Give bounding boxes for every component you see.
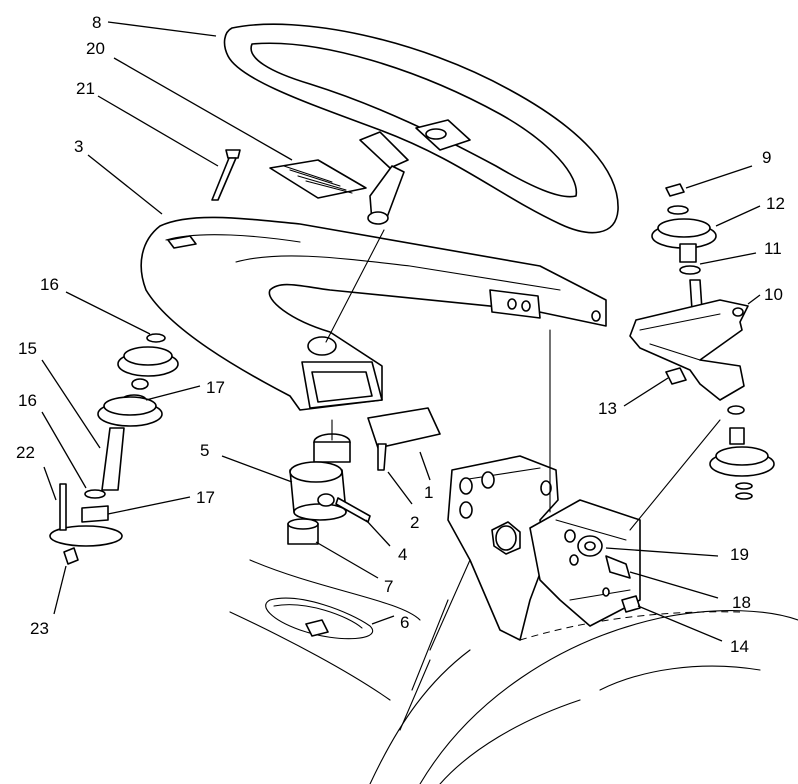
callout-labels: 1 2 3 4 5 6 7 8 9 10 11 12 13 14 15 16 1… bbox=[16, 13, 785, 656]
callout-11: 11 bbox=[764, 239, 782, 258]
callout-16-lower: 16 bbox=[18, 391, 37, 410]
steering-handle bbox=[223, 23, 619, 234]
idler-pulley-stack bbox=[49, 333, 179, 565]
support-frame bbox=[399, 455, 641, 731]
callout-9: 9 bbox=[762, 148, 771, 167]
callout-15: 15 bbox=[18, 339, 37, 358]
grille-plate bbox=[269, 159, 367, 199]
tow-arm-frame bbox=[140, 216, 607, 411]
callout-20: 20 bbox=[86, 39, 105, 58]
center-pulley-assembly bbox=[229, 407, 441, 701]
callout-5: 5 bbox=[200, 441, 209, 460]
callout-17-lower: 17 bbox=[196, 488, 215, 507]
alignment-lines bbox=[325, 229, 721, 531]
callout-17-upper: 17 bbox=[206, 378, 225, 397]
callout-13: 13 bbox=[598, 399, 617, 418]
callout-23: 23 bbox=[30, 619, 49, 638]
callout-18: 18 bbox=[732, 593, 751, 612]
callout-19: 19 bbox=[730, 545, 749, 564]
callout-1: 1 bbox=[424, 483, 433, 502]
callout-3: 3 bbox=[74, 137, 83, 156]
callout-2: 2 bbox=[410, 513, 419, 532]
callout-7: 7 bbox=[384, 577, 393, 596]
long-bolt bbox=[211, 149, 241, 201]
callout-16-upper: 16 bbox=[40, 275, 59, 294]
callout-6: 6 bbox=[400, 613, 409, 632]
callout-12: 12 bbox=[766, 194, 785, 213]
callout-22: 22 bbox=[16, 443, 35, 462]
machine-body-outline bbox=[369, 610, 798, 784]
callout-10: 10 bbox=[764, 285, 783, 304]
callout-4: 4 bbox=[398, 545, 407, 564]
leader-lines bbox=[41, 21, 761, 642]
right-pulley-assembly bbox=[577, 183, 775, 613]
callout-8: 8 bbox=[92, 13, 101, 32]
callout-21: 21 bbox=[76, 79, 95, 98]
callout-14: 14 bbox=[730, 637, 749, 656]
